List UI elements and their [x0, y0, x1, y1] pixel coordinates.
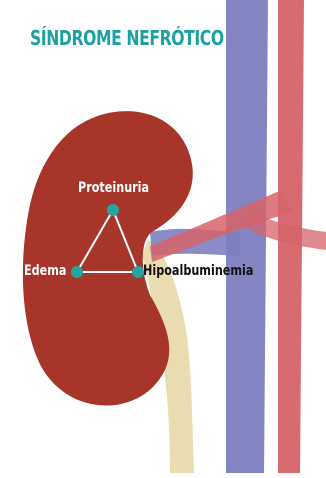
label-proteinuria: Proteinuria: [78, 180, 149, 196]
kidney: [23, 111, 193, 405]
node-proteinuria: [107, 204, 119, 216]
node-edema: [71, 266, 83, 278]
label-hipoalbuminemia: Hipoalbuminemia: [143, 263, 253, 279]
label-edema: Edema: [24, 263, 67, 279]
page-title: SÍNDROME NEFRÓTICO: [30, 26, 224, 50]
